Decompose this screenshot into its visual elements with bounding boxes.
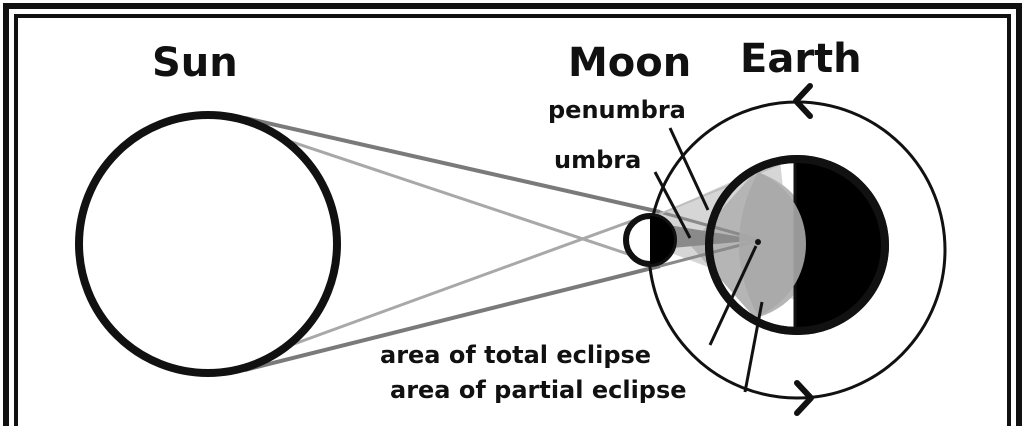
earth-night-side: [795, 160, 885, 330]
umbra-label: umbra: [554, 146, 641, 174]
earth-label: Earth: [740, 36, 862, 82]
penumbra-label: penumbra: [548, 96, 686, 124]
moon-label: Moon: [568, 40, 691, 86]
moon: [626, 216, 674, 264]
partial-eclipse-label: area of partial eclipse: [390, 376, 687, 404]
total-eclipse-label: area of total eclipse: [380, 341, 651, 369]
pointer-penumbra: [670, 128, 708, 210]
total-eclipse-point: [755, 239, 761, 245]
sun-label: Sun: [152, 40, 238, 86]
sun-circle: [79, 115, 337, 373]
